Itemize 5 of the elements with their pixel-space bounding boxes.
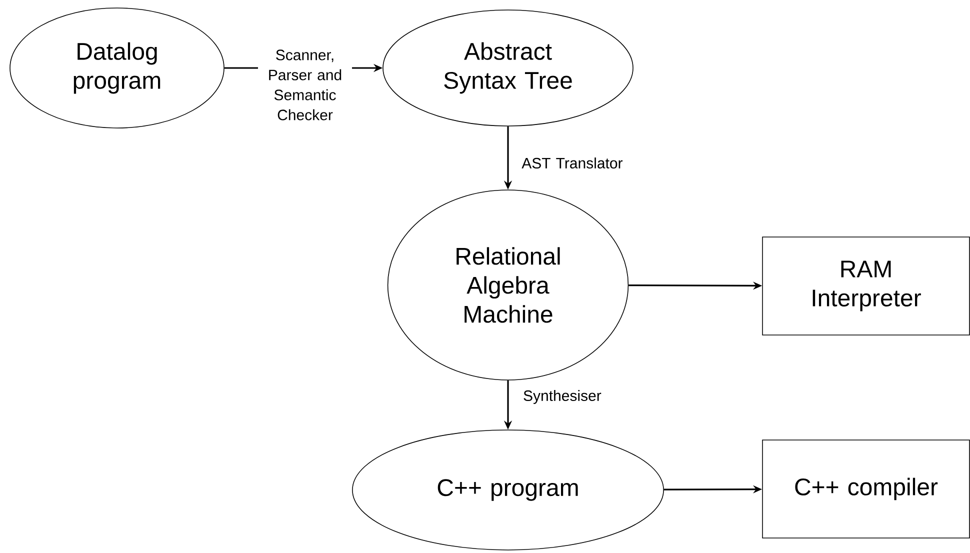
edge-label: Scanner, Parser and Semantic Checker <box>258 48 352 122</box>
output-box: C++ compiler <box>762 440 970 538</box>
edge-label: AST Translator <box>516 156 628 170</box>
edge-label: Synthesiser <box>516 389 608 405</box>
output-box: RAM Interpreter <box>762 236 970 336</box>
